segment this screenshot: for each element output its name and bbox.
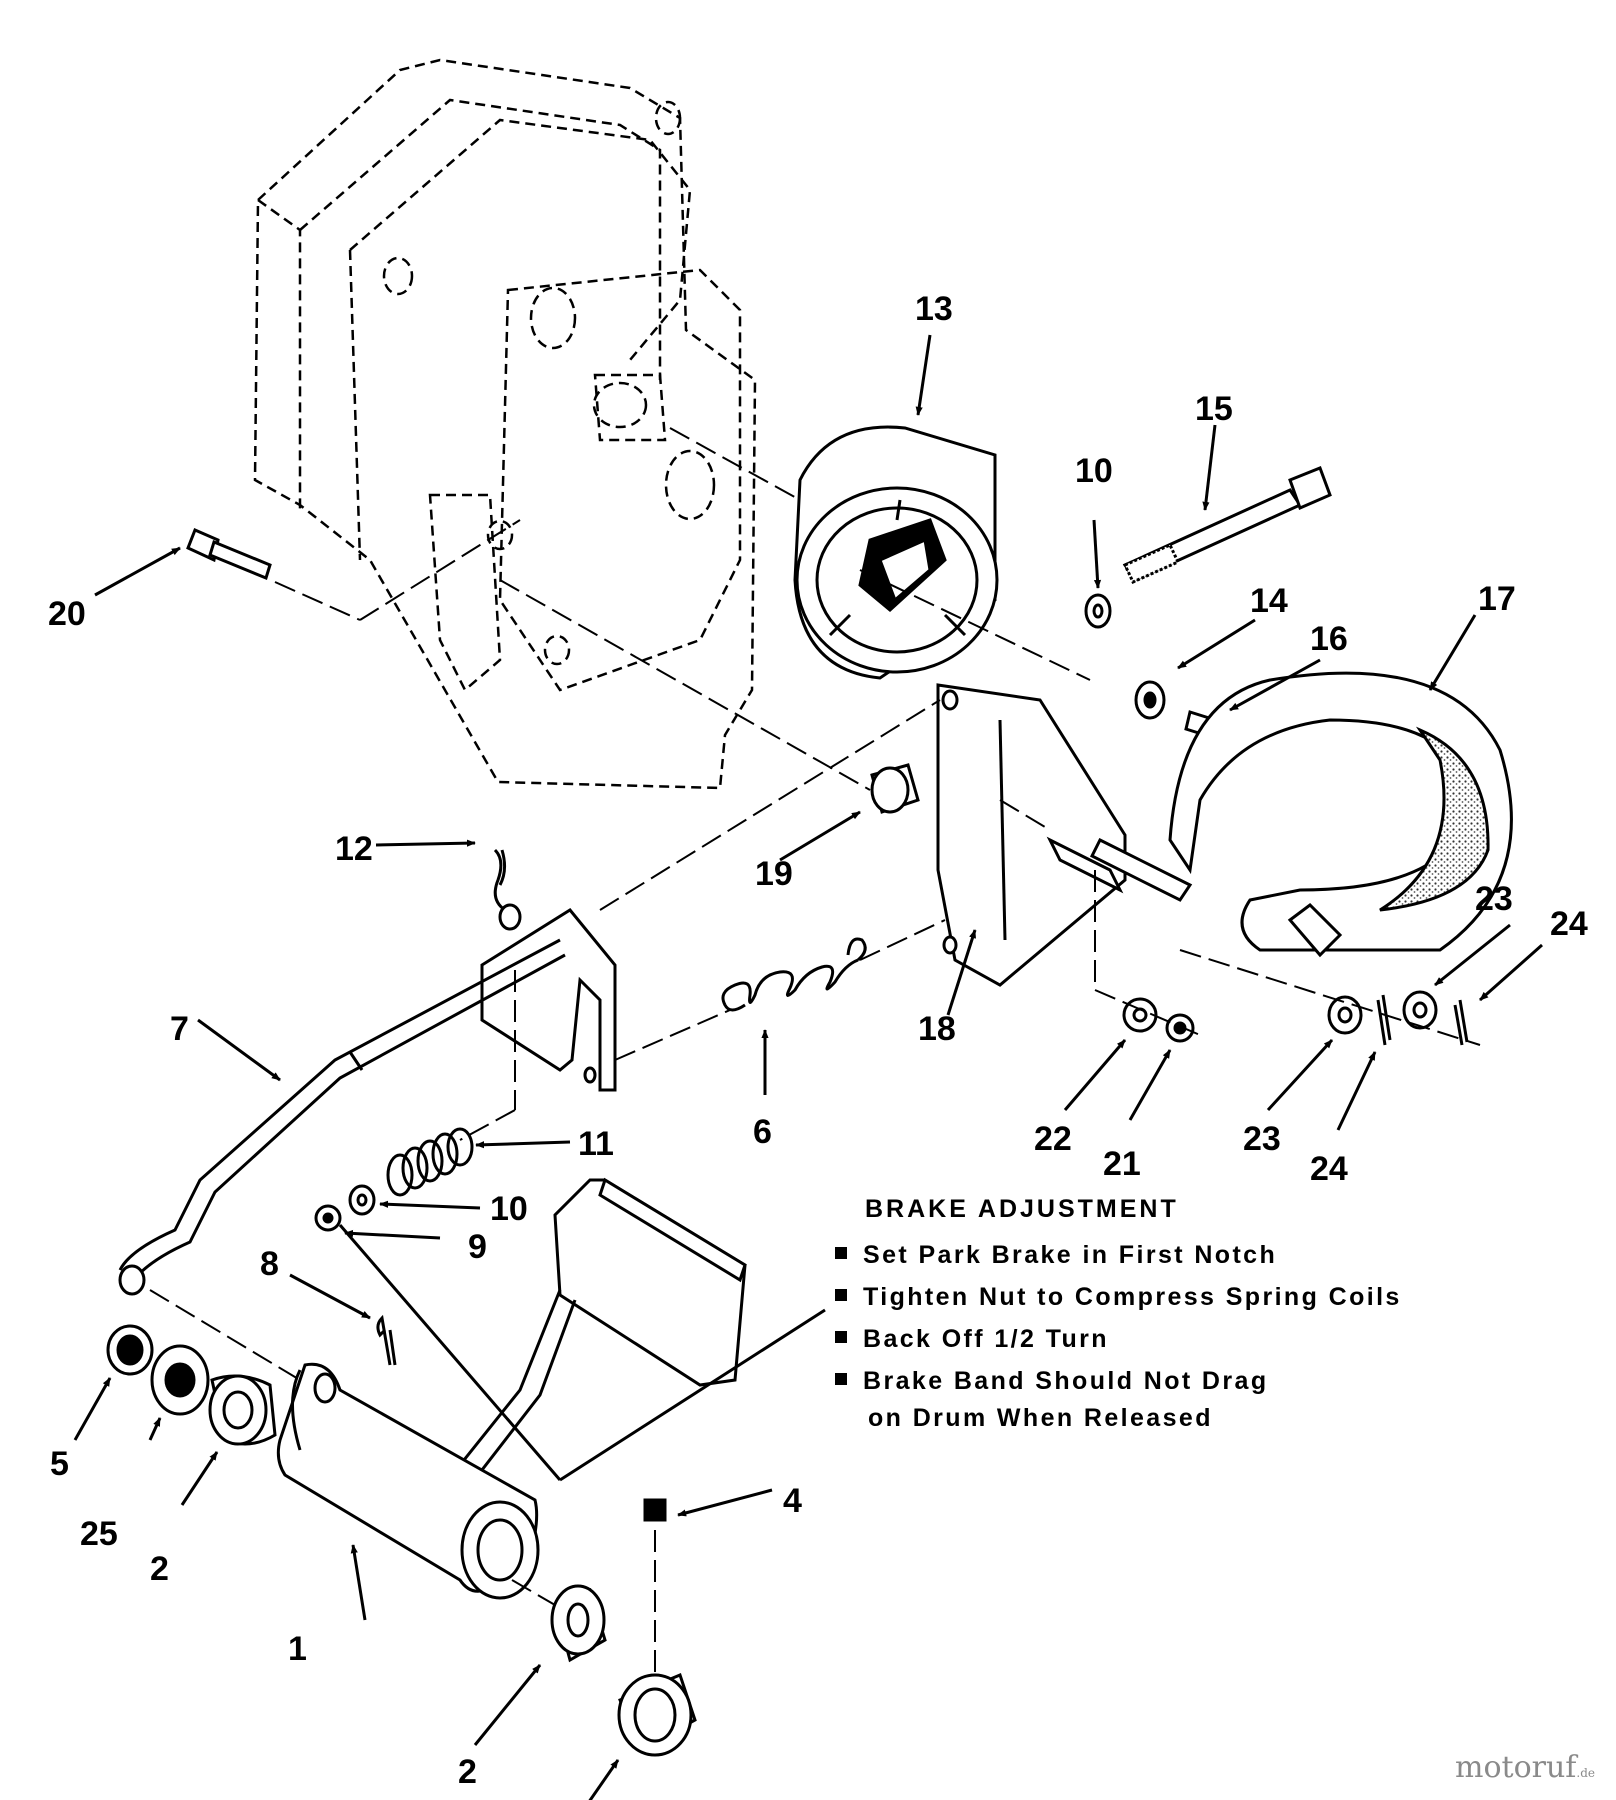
step-text: Set Park Brake in First Notch xyxy=(863,1241,1278,1269)
step-item: Brake Band Should Not Drag xyxy=(835,1364,1402,1406)
callout-8: 8 xyxy=(260,1245,279,1283)
tension-spring xyxy=(721,937,867,1012)
callout-2: 2 xyxy=(458,1753,477,1791)
step-text: Tighten Nut to Compress Spring Coils xyxy=(863,1283,1402,1311)
callout-17: 17 xyxy=(1478,580,1516,618)
step-continuation: on Drum When Released xyxy=(868,1404,1213,1432)
callout-20: 20 xyxy=(48,595,86,633)
band-hardware xyxy=(1122,990,1469,1046)
step-text: Brake Band Should Not Drag xyxy=(863,1367,1269,1395)
hairpin-clip xyxy=(493,848,522,931)
callout-21: 21 xyxy=(1103,1145,1141,1183)
callout-14: 14 xyxy=(1250,582,1288,620)
brake-arm-bracket xyxy=(480,908,617,1092)
pedal-link-lines xyxy=(338,1224,826,1482)
bullet-icon xyxy=(835,1247,847,1260)
bolt-housing xyxy=(186,528,272,581)
callout-5: 5 xyxy=(50,1445,69,1483)
callout-2: 2 xyxy=(150,1550,169,1588)
bullet-icon xyxy=(835,1331,847,1344)
callout-4: 4 xyxy=(783,1482,802,1520)
step-item: Back Off 1/2 Turn xyxy=(835,1322,1402,1364)
brake-adjustment-heading: BRAKE ADJUSTMENT xyxy=(865,1195,1179,1223)
callout-24: 24 xyxy=(1310,1150,1348,1188)
pedal-shaft xyxy=(276,1362,540,1600)
brake-drum xyxy=(793,425,999,680)
step-item: Set Park Brake in First Notch xyxy=(835,1238,1402,1280)
cotter-pin xyxy=(376,1314,397,1366)
callout-6: 6 xyxy=(753,1113,772,1151)
bullet-icon xyxy=(835,1373,847,1386)
callout-13: 13 xyxy=(915,290,953,328)
callout-23: 23 xyxy=(1475,880,1513,918)
callout-11: 11 xyxy=(578,1125,614,1163)
callout-24: 24 xyxy=(1550,905,1588,943)
callout-19: 19 xyxy=(755,855,793,893)
watermark-name: motoruf xyxy=(1455,1750,1577,1785)
callout-9: 9 xyxy=(468,1228,487,1266)
callout-labels: 1 2 2 3 4 5 6 7 8 9 10 10 11 12 13 14 15… xyxy=(48,290,1588,1791)
callout-22: 22 xyxy=(1034,1120,1072,1158)
step-item: Tighten Nut to Compress Spring Coils xyxy=(835,1280,1402,1322)
callout-18: 18 xyxy=(918,1010,956,1048)
adjusting-washer xyxy=(348,1184,376,1216)
bolt-long xyxy=(1122,466,1332,584)
callout-15: 15 xyxy=(1195,390,1233,428)
callout-16: 16 xyxy=(1310,620,1348,658)
spacer xyxy=(870,763,920,814)
adjusting-nut xyxy=(314,1204,342,1232)
compression-spring xyxy=(386,1127,474,1197)
callout-12: 12 xyxy=(335,830,373,868)
callout-23: 23 xyxy=(1243,1120,1281,1158)
brake-bracket xyxy=(936,683,1193,987)
callout-arrows xyxy=(73,334,1543,1800)
callout-10: 10 xyxy=(490,1190,528,1228)
watermark-tld: .de xyxy=(1576,1766,1596,1780)
washer xyxy=(1084,593,1166,720)
watermark-logo: motoruf.de xyxy=(1455,1750,1595,1785)
callout-7: 7 xyxy=(170,1010,189,1048)
assembly-lines xyxy=(149,427,1481,1675)
bullet-icon xyxy=(835,1289,847,1302)
callout-10: 10 xyxy=(1075,452,1113,490)
bushings xyxy=(106,1324,697,1757)
transmission-housing xyxy=(253,58,757,790)
brake-rod xyxy=(118,938,566,1296)
callout-25: 25 xyxy=(80,1515,118,1553)
step-text: Back Off 1/2 Turn xyxy=(863,1325,1109,1353)
brake-adjustment-steps: Set Park Brake in First Notch Tighten Nu… xyxy=(835,1238,1402,1406)
callout-1: 1 xyxy=(288,1630,307,1668)
brake-band xyxy=(1168,671,1513,958)
